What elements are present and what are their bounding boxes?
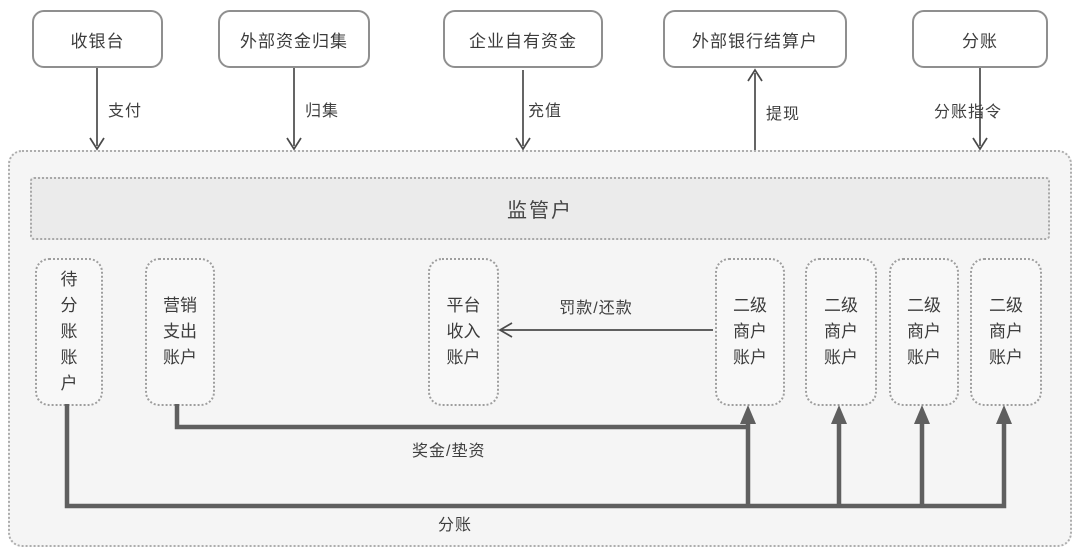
- node-external-fund-collection: 外部资金归集: [218, 10, 370, 68]
- node-enterprise-own-funds: 企业自有资金: [443, 10, 603, 68]
- node-marketing-expense-account: 营销 支出 账户: [145, 258, 215, 406]
- node-sub-merchant-account-1: 二级 商户 账户: [715, 258, 785, 406]
- node-external-bank-settlement: 外部银行结算户: [663, 10, 847, 68]
- label-split-instruction: 分账指令: [934, 104, 1003, 121]
- supervision-container: 监管户 待 分 账 账 户 营销 支出 账户 平台 收入 账户 二级 商户 账户…: [8, 150, 1072, 547]
- label-recharge: 充值: [528, 103, 563, 120]
- label-split: 分账: [438, 517, 473, 534]
- label-collect: 归集: [305, 103, 340, 120]
- arrow-withdraw: [747, 68, 763, 150]
- label-fine-repay: 罚款/还款: [559, 300, 633, 317]
- node-sub-merchant-account-3: 二级 商户 账户: [889, 258, 959, 406]
- node-cashier: 收银台: [32, 10, 163, 68]
- label-pay: 支付: [108, 103, 143, 120]
- label-withdraw: 提现: [766, 106, 801, 123]
- arrow-collect: [286, 68, 302, 151]
- label-bonus-advance: 奖金/垫资: [412, 443, 486, 460]
- node-sub-merchant-account-2: 二级 商户 账户: [805, 258, 877, 406]
- arrow-pay: [89, 68, 105, 151]
- supervision-header: 监管户: [30, 177, 1050, 240]
- node-pending-split-account: 待 分 账 账 户: [35, 258, 103, 406]
- node-sub-merchant-account-4: 二级 商户 账户: [970, 258, 1042, 406]
- node-platform-income-account: 平台 收入 账户: [428, 258, 499, 406]
- node-split: 分账: [912, 10, 1048, 68]
